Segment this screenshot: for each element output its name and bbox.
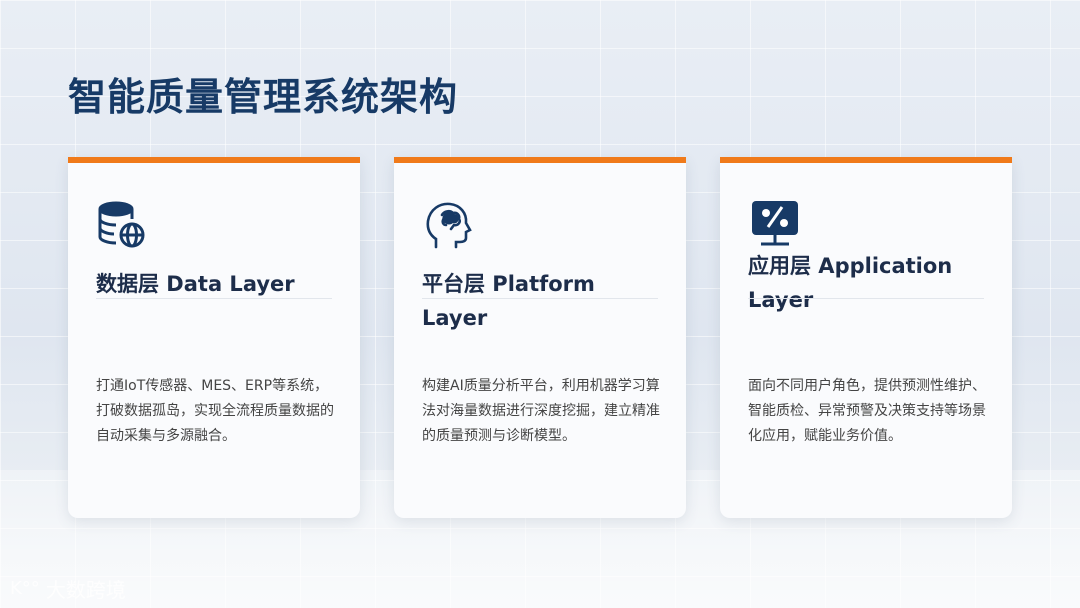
monitor-percent-icon: [752, 201, 798, 246]
card-body: 构建AI质量分析平台，利用机器学习算法对海量数据进行深度挖掘，建立精准的质量预测…: [422, 378, 660, 444]
database-globe-icon: [98, 201, 145, 248]
card-application-layer: 应用层 Application Layer 面向不同用户角色，提供预测性维护、智…: [720, 157, 1012, 518]
page-title: 智能质量管理系统架构: [68, 75, 459, 119]
watermark-logo: K°° 大数跨境: [10, 574, 126, 603]
card-title: 数据层 Data Layer: [96, 272, 295, 296]
card-body: 打通IoT传感器、MES、ERP等系统，打破数据孤岛，实现全流程质量数据的自动采…: [96, 378, 334, 444]
card-title: 平台层 Platform Layer: [422, 272, 595, 330]
card-title: 应用层 Application Layer: [748, 254, 953, 312]
divider: [748, 298, 984, 299]
logo-icon: K°°: [10, 578, 40, 599]
divider: [422, 298, 658, 299]
card-platform-layer: 平台层 Platform Layer 构建AI质量分析平台，利用机器学习算法对海…: [394, 157, 686, 518]
brain-head-icon: [426, 202, 472, 249]
card-body: 面向不同用户角色，提供预测性维护、智能质检、异常预警及决策支持等场景化应用，赋能…: [748, 378, 986, 444]
watermark-text: 大数跨境: [45, 578, 126, 602]
card-data-layer: 数据层 Data Layer 打通IoT传感器、MES、ERP等系统，打破数据孤…: [68, 157, 360, 518]
divider: [96, 298, 332, 299]
